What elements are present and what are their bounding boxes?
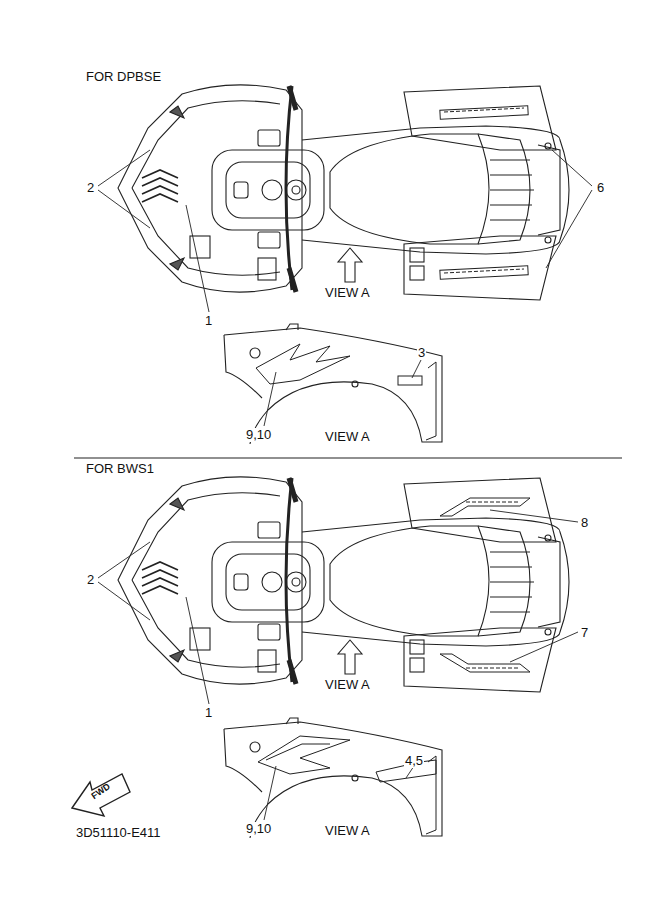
view-label: VIEW A [324,286,371,300]
group-heading: FOR DPBSE [85,70,162,84]
callout-number: 9,10 [245,822,272,836]
view-label: VIEW A [324,678,371,692]
view-label: VIEW A [324,430,371,444]
callout-number: 1 [204,314,213,328]
view-label: VIEW A [324,824,371,838]
callout-number: 2 [86,573,95,587]
callout-number: 1 [204,706,213,720]
callout-number: 2 [86,181,95,195]
callout-number: 4,5 [404,754,424,768]
callout-number: 8 [580,516,589,530]
callout-number: 6 [596,181,605,195]
callout-number: 3 [417,346,426,360]
callout-number: 9,10 [245,428,272,442]
callout-number: 7 [580,626,589,640]
figure-code: 3D51110-E411 [75,826,162,840]
group-heading: FOR BWS1 [85,462,155,476]
